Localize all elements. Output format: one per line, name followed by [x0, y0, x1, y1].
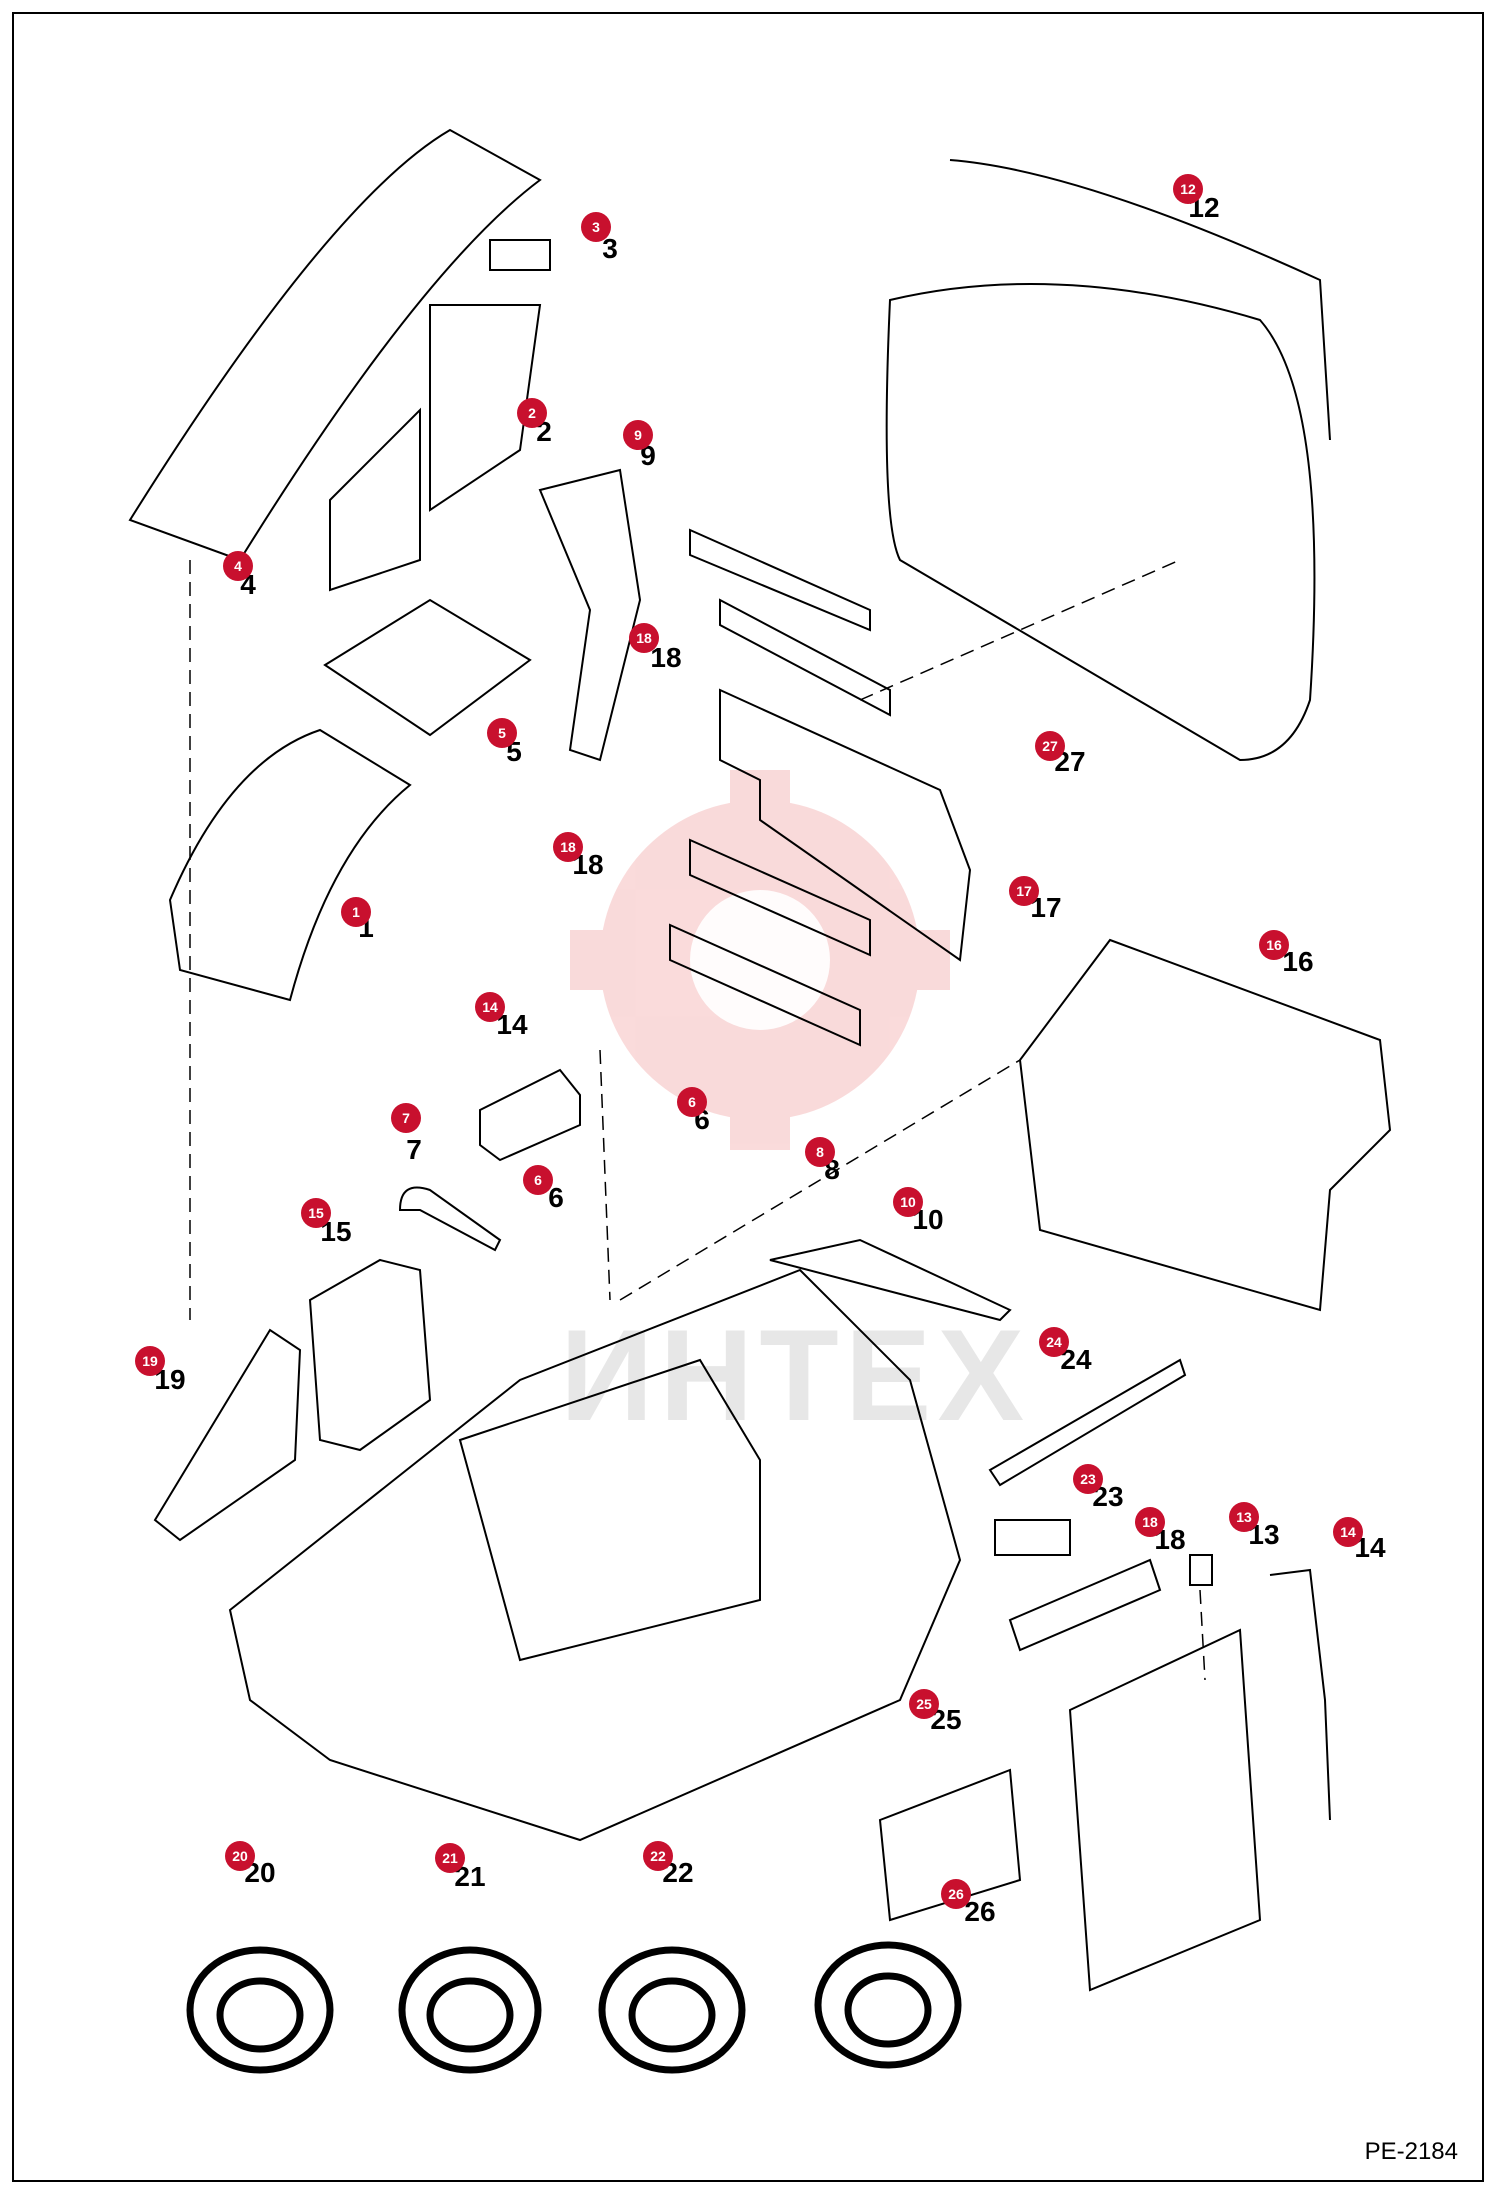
callout-7[interactable]: 7	[391, 1103, 421, 1133]
callout-21[interactable]: 21	[435, 1843, 465, 1873]
callout-6b[interactable]: 6	[523, 1165, 553, 1195]
part-25-pad	[878, 1768, 1022, 1922]
callout-27[interactable]: 26	[941, 1879, 971, 1909]
part-7-seal	[398, 1186, 502, 1252]
part-18-bar-d	[669, 923, 861, 1047]
watermark-text: ИНТЕХ	[560, 1302, 1031, 1448]
part-number-27: 26	[964, 1896, 996, 1927]
callout-18-top[interactable]: 18	[629, 623, 659, 653]
callout-19[interactable]: 19	[135, 1346, 165, 1376]
callout-5[interactable]: 5	[487, 718, 517, 748]
part-2-pad	[429, 304, 542, 512]
diagram-code: PE-2184	[1364, 2138, 1458, 2165]
callout-10[interactable]: 10	[893, 1187, 923, 1217]
part-5-pad	[323, 598, 532, 737]
part-4-pad	[329, 407, 421, 592]
part-12-clip	[1189, 1554, 1213, 1586]
part-13-seal	[1269, 1568, 1331, 1821]
part-main-seat-base	[458, 1358, 761, 1662]
callout-12[interactable]: 13	[1229, 1502, 1259, 1532]
callout-16[interactable]: 16	[1259, 930, 1289, 960]
callout-23[interactable]: 23	[1073, 1464, 1103, 1494]
callout-18-low[interactable]: 18	[1135, 1507, 1165, 1537]
part-main-body	[228, 1268, 962, 1842]
callout-8[interactable]: 8	[805, 1137, 835, 1167]
part-1-curve	[168, 728, 412, 1002]
callout-14[interactable]: 14	[475, 992, 505, 1022]
callout-22[interactable]: 22	[643, 1841, 673, 1871]
callout-4[interactable]: 4	[223, 551, 253, 581]
callout-20[interactable]: 20	[225, 1841, 255, 1871]
coils	[186, 1941, 962, 2074]
callout-18-mid[interactable]: 18	[553, 832, 583, 862]
callout-1[interactable]: 1	[341, 897, 371, 927]
part-18-bar-b	[719, 598, 891, 717]
part-11-seal	[949, 159, 1331, 441]
part-fender-cover	[128, 128, 542, 562]
part-number-3: 3	[602, 233, 618, 264]
callout-24[interactable]: 24	[1039, 1327, 1069, 1357]
part-number-7: 7	[406, 1134, 422, 1165]
callout-25[interactable]: 25	[909, 1689, 939, 1719]
diagram-frame	[12, 12, 1484, 2182]
part-10-strip	[769, 1238, 1012, 1322]
part-number-6b: 6	[548, 1182, 564, 1213]
callout-13[interactable]: 14	[1333, 1517, 1363, 1547]
part-23-pad	[994, 1519, 1071, 1556]
part-19-pad	[153, 1328, 302, 1542]
part-18-bar-c	[689, 838, 871, 957]
part-3-pad	[489, 239, 551, 271]
callout-9[interactable]: 9	[623, 420, 653, 450]
part-18-small	[1008, 1558, 1162, 1652]
part-17-pad	[719, 688, 972, 962]
callout-3[interactable]: 3	[581, 212, 611, 242]
part-lower-frame	[1068, 1628, 1262, 1992]
part-9-strap	[538, 468, 642, 762]
callout-6a[interactable]: 6	[677, 1087, 707, 1117]
callout-2[interactable]: 2	[517, 398, 547, 428]
part-15-plate	[308, 1258, 432, 1452]
callout-15[interactable]: 15	[301, 1198, 331, 1228]
part-11-frame	[885, 283, 1316, 762]
part-18-bar-a	[689, 528, 871, 632]
callout-26[interactable]: 27	[1035, 731, 1065, 761]
callout-17[interactable]: 17	[1009, 876, 1039, 906]
callout-11[interactable]: 12	[1173, 174, 1203, 204]
dashed-leaders	[189, 559, 1206, 1681]
part-14-block	[479, 1068, 581, 1162]
part-16-panel	[1018, 938, 1392, 1312]
part-24-strip	[988, 1358, 1187, 1487]
